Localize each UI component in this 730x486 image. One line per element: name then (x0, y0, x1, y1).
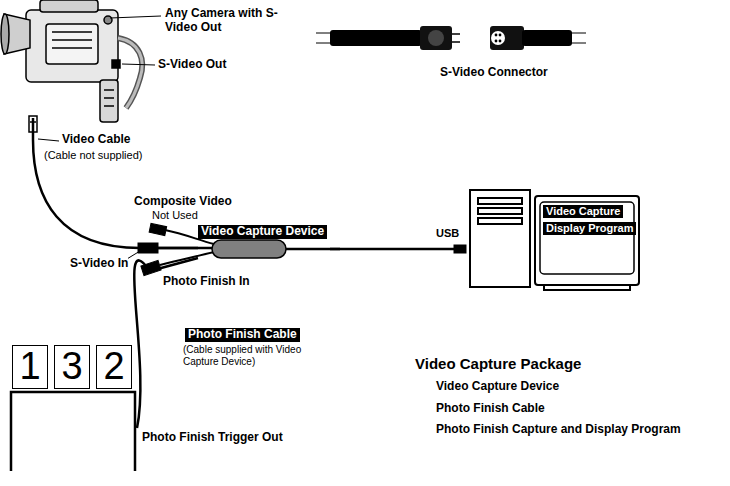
figure-caption: S-Video Connector (440, 66, 548, 80)
note: Not Used (152, 209, 198, 222)
cable-label: USB (436, 227, 459, 240)
scoreboard: Photo Finish Trigger Out132 (10, 342, 137, 471)
digit: 2 (97, 346, 131, 387)
capture-device-drawing (138, 223, 466, 275)
package-title: Video Capture Package (415, 355, 581, 372)
cable-label: Video Cable (62, 133, 130, 147)
note: (Cable supplied with Video Capture Devic… (183, 344, 333, 367)
camera: Any Camera with S-Video Out (0, 0, 150, 118)
port-label: S-Video Out (158, 58, 226, 72)
port-label: Photo Finish In (163, 275, 250, 289)
capture-device: Video Capture Device (198, 225, 330, 261)
package-item: Video Capture Device (436, 380, 559, 394)
screen-label: Display Program (543, 222, 636, 235)
cable (33, 118, 198, 248)
computer-drawing (470, 190, 639, 290)
port-label: S-Video In (70, 257, 128, 271)
digit: 3 (55, 346, 89, 387)
digit: 1 (13, 346, 47, 387)
heading: Any Camera with S-Video Out (165, 7, 287, 35)
digit-box: 1 (12, 345, 48, 389)
computer: Video CaptureDisplay Program (466, 188, 644, 288)
package-item: Photo Finish Cable (436, 402, 545, 416)
digit-box: 3 (54, 345, 90, 389)
leader-lines (38, 16, 161, 262)
package-item: Photo Finish Capture and Display Program (436, 423, 681, 437)
cable (330, 248, 466, 251)
note: (Cable not supplied) (44, 149, 142, 162)
screen-label: Video Capture (543, 205, 623, 218)
digit-box: 2 (96, 345, 132, 389)
cable-label: Photo Finish Cable (185, 328, 300, 342)
scoreboard-frame (11, 392, 135, 471)
s-video-connector-drawing (316, 26, 586, 50)
trigger-label: Photo Finish Trigger Out (142, 431, 283, 445)
port-label: Composite Video (134, 195, 232, 209)
device-label: Video Capture Device (198, 225, 327, 239)
camera-drawing (1, 0, 142, 132)
